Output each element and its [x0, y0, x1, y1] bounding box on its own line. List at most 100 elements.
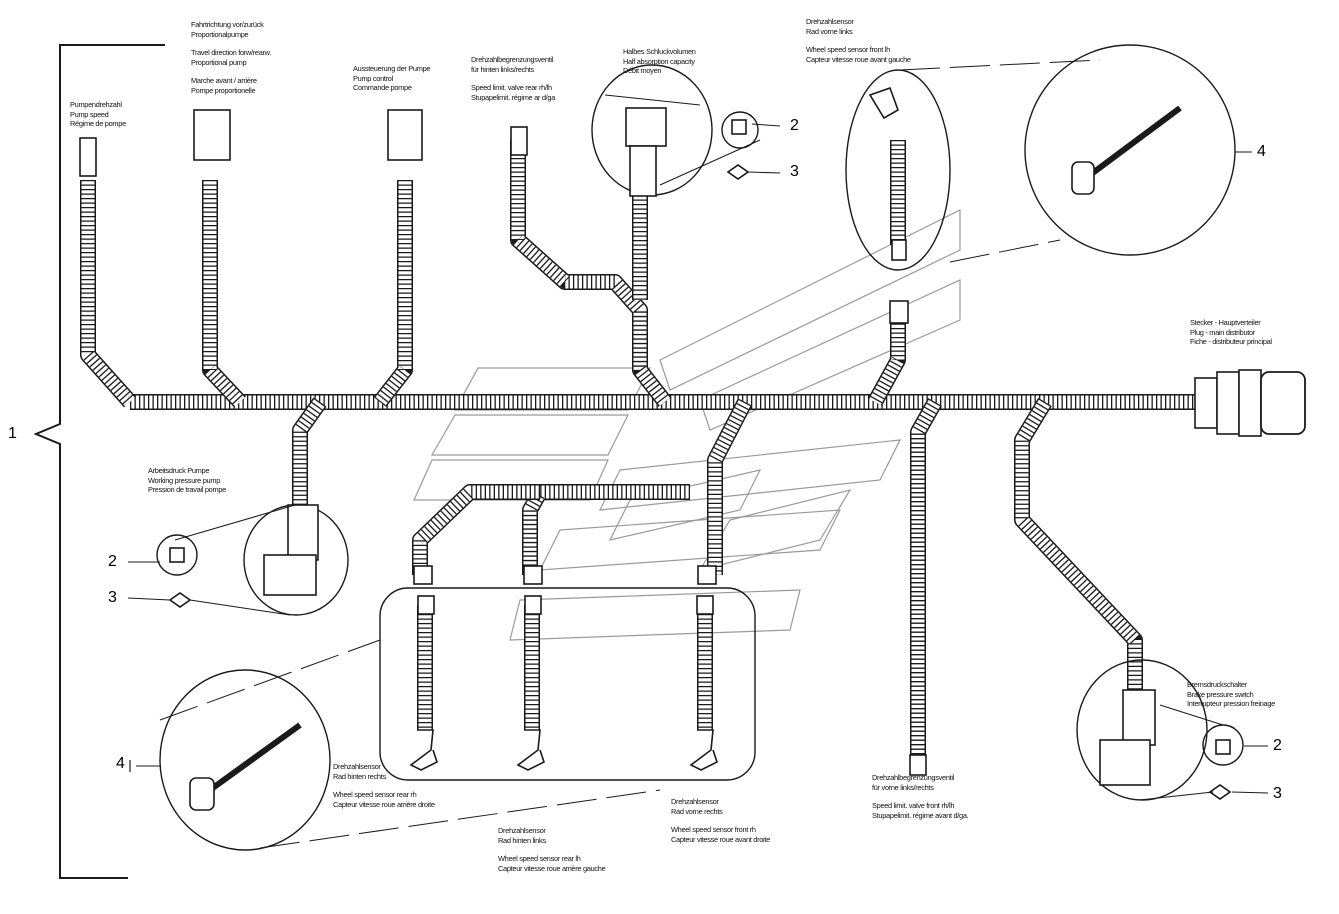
watermark-shape: [430, 414, 629, 456]
rear-left-lower-connector: [417, 595, 435, 615]
label-line: Rad vorne rechts: [671, 806, 723, 816]
label-line: Régime de pompe: [70, 119, 126, 129]
label-pump-control: Aussteuerung der Pumpe Pump control Comm…: [353, 64, 431, 93]
label-line: Proportional pump: [191, 57, 247, 67]
pressure-sensor-right-neck: [1122, 689, 1156, 746]
branch-speed-limit-front-body: [911, 398, 941, 755]
branch-pump-control-ribs: [374, 180, 412, 407]
label-line: Stupapelimit. régime avant d/ga.: [872, 810, 969, 820]
leader-left-3: [127, 597, 171, 601]
speed-limit-front-connector: [909, 754, 927, 776]
label-wheel-speed-rear-rh: Drehzahlsensor Rad hinten rechts Wheel s…: [333, 762, 435, 809]
branch-rear-left-ribs: [413, 485, 540, 575]
callout-3-top: 3: [790, 163, 799, 180]
label-line: Rad vorne links: [806, 26, 853, 36]
branch-speed-limit-rear-ribs: [511, 140, 671, 407]
label-line: Rad hinten links: [498, 835, 546, 845]
branch-rear-middle-body: [523, 485, 690, 575]
leader-brake-2: [1139, 791, 1214, 801]
callout-3-right: 3: [1273, 785, 1282, 802]
label-gap: [806, 36, 911, 45]
wheel-sensor-head-front-lh: [868, 86, 899, 120]
leader-working-1: [174, 504, 296, 541]
leader-half-abs-2: [659, 139, 761, 186]
label-line: Proportionalpumpe: [191, 29, 249, 39]
label-speed-limit-rear: Drehzahlbegrenzungsventil für hinten lin…: [471, 55, 555, 102]
gasket-right: [1208, 784, 1232, 800]
label-speed-limit-front: Drehzahlbegrenzungsventil für vorne link…: [872, 773, 969, 820]
branch-rear-middle-ribs: [523, 485, 690, 575]
detail-cable-right-line: [1088, 105, 1182, 178]
pump-control-connector: [387, 109, 423, 161]
detail-cable-left: [159, 669, 331, 851]
label-half-absorption: Halbes Schluckvolumen Half absorption ca…: [623, 47, 696, 76]
callout-3-left: 3: [108, 589, 117, 606]
pressure-sensor-left-box: [263, 554, 317, 596]
label-line: Drehzahlbegrenzungsventil: [471, 55, 554, 64]
leader-cable-left-1: [159, 639, 381, 721]
leader-top-3: [747, 171, 781, 174]
label-line: Arbeitsdruck Pumpe: [148, 466, 210, 475]
leader-half-abs-1: [604, 94, 701, 106]
label-line: Capteur vitesse roue arrière gauche: [498, 863, 606, 873]
label-line: Marche avant / arrière: [191, 76, 257, 86]
label-gap: [872, 792, 968, 801]
watermark-shape: [659, 209, 961, 391]
front-right-upper-connector: [697, 565, 717, 585]
label-line: für vorne links/rechts: [872, 782, 934, 792]
branch-rear-middle-outline: [522, 484, 690, 575]
front-lh-connector-bottom: [891, 239, 907, 261]
label-line: Halbes Schluckvolumen: [623, 47, 696, 56]
label-line: Capteur vitesse roue avant gauche: [806, 54, 911, 64]
label-line: Fiche - distributeur principal: [1190, 337, 1272, 347]
wheel-sensor-head-rear-left: [409, 729, 438, 771]
label-line: Wheel speed sensor rear rh: [333, 790, 417, 800]
callout-2-left: 2: [108, 553, 117, 570]
front-right-lower-connector: [696, 595, 714, 615]
callout-4-top-right: 4: [1257, 143, 1266, 160]
detail-cable-right: [1024, 44, 1236, 256]
branch-travel-direction-body: [203, 180, 245, 407]
label-line: Travel direction forw/rearw.: [191, 48, 272, 58]
callout-4-left: 4: [116, 755, 125, 772]
label-line: Drehzahlsensor: [671, 797, 719, 806]
valve-plug-top: [731, 119, 747, 135]
label-wheel-speed-front-rh: Drehzahlsensor Rad vorne rechts Wheel sp…: [671, 797, 770, 844]
label-line: Drehzahlsensor: [333, 762, 381, 771]
speed-limit-rear-connector: [510, 126, 528, 156]
detail-front-lh-sensor: [845, 69, 951, 271]
label-line: Pump speed: [70, 109, 109, 119]
branch-main-distributor-ribs: [869, 310, 905, 406]
label-working-pressure: Arbeitsdruck Pumpe Working pressure pump…: [148, 466, 226, 495]
watermark-shape: [509, 589, 801, 641]
label-line: Pump control: [353, 73, 393, 83]
label-gap: [191, 67, 271, 76]
label-line: Wheel speed sensor front lh: [806, 45, 890, 55]
label-pump-speed: Pumpendrehzahl Pump speed Régime de pomp…: [70, 100, 126, 129]
callout-2-right: 2: [1273, 737, 1282, 754]
label-wheel-speed-front-lh: Drehzahlsensor Rad vorne links Wheel spe…: [806, 17, 911, 64]
assembly-bracket: [33, 44, 165, 879]
detail-wheel-sensors: [379, 587, 756, 781]
label-line: Interrupteur pression freinage: [1187, 699, 1275, 709]
label-line: Commande pompe: [353, 83, 412, 93]
leader-brake-1: [1159, 704, 1224, 726]
leader-right-3: [1231, 791, 1269, 794]
pressure-sensor-right-box: [1099, 739, 1151, 786]
pressure-sensor-left-neck: [287, 504, 319, 561]
rear-middle-lower-connector: [524, 595, 542, 615]
label-brake-pressure: Bremsdruckschalter Brake pressure switch…: [1187, 680, 1275, 709]
detail-cable-left-head: [189, 777, 215, 811]
label-line: Drehzahlsensor: [498, 826, 546, 835]
label-line: Stecker - Hauptverteiler: [1190, 318, 1261, 327]
leader-working-2: [189, 599, 291, 616]
label-line: Speed limit. valve rear rh/lh: [471, 83, 552, 93]
leader-front-lh-2: [949, 239, 1061, 263]
label-line: Débit moyen: [623, 66, 662, 76]
label-travel-direction: Fahrtrichtung vor/zurück Proportionalpum…: [191, 20, 271, 96]
label-line: Aussteuerung der Pumpe: [353, 64, 431, 73]
label-line: Fahrtrichtung vor/zurück: [191, 20, 264, 29]
wheel-sensor-head-front-right: [689, 729, 718, 771]
